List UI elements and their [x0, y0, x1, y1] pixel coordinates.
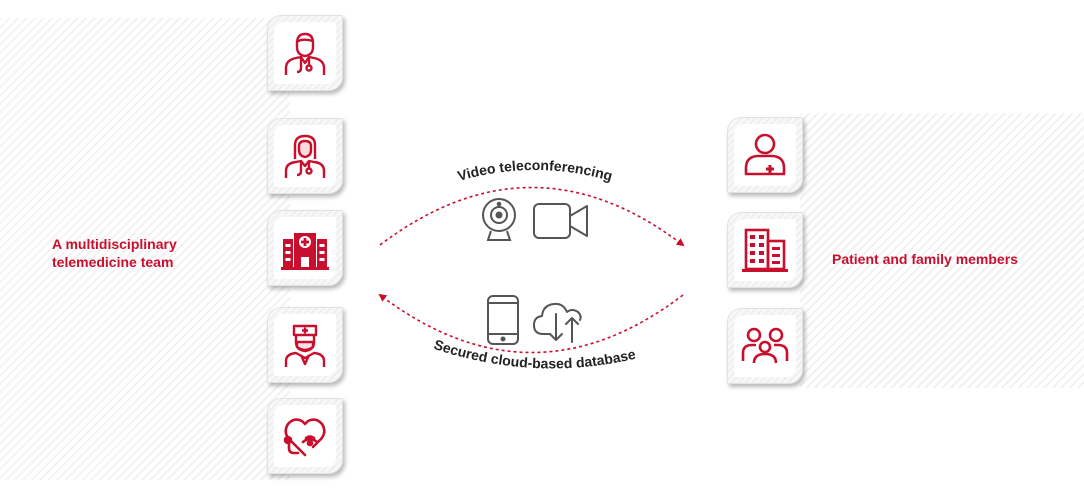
female-doctor-icon — [284, 134, 326, 178]
top-arc-arrow — [379, 186, 685, 247]
tile-nurse — [267, 307, 343, 383]
tile-hospital — [267, 210, 343, 286]
hospital-icon — [281, 233, 329, 270]
nurse-icon — [284, 324, 326, 367]
building-icon — [742, 228, 788, 272]
bottom-arc-arrow — [378, 293, 684, 354]
tile-female-doctor — [267, 118, 343, 194]
heart-stethoscope-icon — [283, 418, 326, 457]
tile-building — [727, 212, 803, 288]
male-doctor-icon — [284, 32, 326, 75]
left-background — [0, 18, 290, 480]
tile-patient — [727, 117, 803, 193]
tile-family — [727, 308, 803, 384]
tile-male-doctor — [267, 15, 343, 91]
right-background — [800, 113, 1084, 388]
top-arc-label: Video teleconferencing — [456, 157, 615, 184]
care-team-label: A multidisciplinary telemedicine team — [52, 236, 177, 270]
patient-family-label: Patient and family members — [832, 251, 1018, 267]
smartphone-icon — [487, 295, 519, 345]
webcam-icon — [482, 198, 516, 241]
cloud-sync-icon — [533, 302, 582, 343]
family-icon — [741, 327, 789, 364]
tile-heart-stethoscope — [267, 398, 343, 474]
patient-icon — [744, 133, 786, 176]
video-camera-icon — [533, 203, 588, 239]
